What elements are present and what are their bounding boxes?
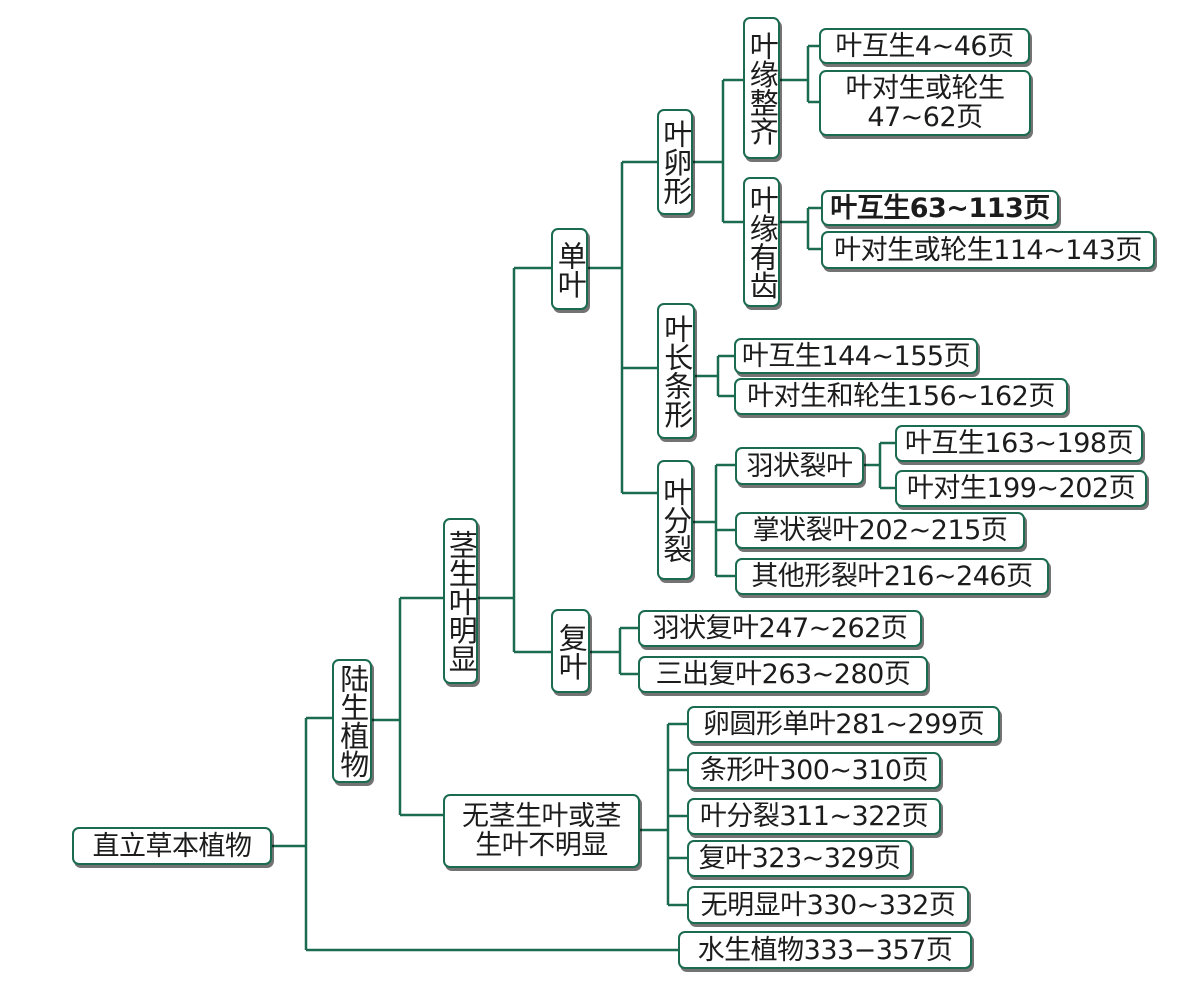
- leaf-pinnate-alternate: 叶互生163~198页: [895, 425, 1143, 462]
- leaf-no-obvious-leaf: 无明显叶330~332页: [687, 886, 969, 924]
- node-stem-leaf-visible-label: 茎生叶明显: [444, 529, 479, 673]
- leaf-entire-opposite: 叶对生或轮生 47~62页: [819, 70, 1031, 136]
- connector-simple: [588, 160, 657, 495]
- node-linear-label: 叶长条形: [659, 314, 694, 428]
- connector-margin-toothed: [780, 206, 821, 251]
- leaf-pinnate-opposite: 叶对生199~202页: [895, 470, 1147, 507]
- node-divided-label: 叶分裂: [658, 477, 693, 563]
- node-margin-entire-label: 叶缘整齐: [745, 31, 780, 145]
- node-no-stem-leaf: 无茎生叶或茎生叶不明显: [443, 794, 640, 868]
- leaf-ovate-simple: 卵圆形单叶281~299页: [687, 706, 1000, 743]
- node-margin-entire: 叶缘整齐: [743, 17, 780, 159]
- node-stem-leaf-visible: 茎生叶明显: [443, 518, 478, 684]
- leaf-entire-opposite-line2: 47~62页: [867, 102, 983, 133]
- node-simple-leaf: 单叶: [551, 228, 588, 310]
- node-root: 直立草本植物: [72, 827, 272, 865]
- connector-compound: [590, 626, 638, 676]
- leaf-linear-leaf: 条形叶300~310页: [687, 752, 941, 789]
- connector-pinnate-lobed: [864, 441, 895, 490]
- node-land-plants-label: 陆生植物: [335, 664, 370, 778]
- leaf-entire-alternate: 叶互生4~46页: [819, 28, 1030, 64]
- leaf-palmate-lobed: 掌状裂叶202~215页: [735, 512, 1025, 549]
- node-margin-toothed: 叶缘有齿: [743, 177, 780, 307]
- node-compound-leaf: 复叶: [551, 609, 590, 693]
- connector-no-stem-leaf: [640, 722, 687, 907]
- leaf-linear-opposite: 叶对生和轮生156~162页: [734, 378, 1068, 415]
- node-divided: 叶分裂: [657, 460, 693, 580]
- leaf-toothed-opposite: 叶对生或轮生114~143页: [821, 231, 1155, 269]
- leaf-entire-opposite-line1: 叶对生或轮生: [845, 72, 1006, 104]
- connector-root: [272, 716, 678, 952]
- connector-divided: [693, 463, 735, 578]
- leaf-pinnate-compound: 羽状复叶247~262页: [638, 610, 922, 647]
- node-compound-leaf-label: 复叶: [554, 622, 589, 680]
- node-pinnate-lobed: 羽状裂叶: [735, 447, 864, 485]
- leaf-ternate-compound: 三出复叶263~280页: [638, 656, 928, 693]
- leaf-linear-alternate: 叶互生144~155页: [734, 338, 978, 374]
- leaf-toothed-alternate: 叶互生63~113页: [821, 190, 1059, 226]
- node-ovate-label: 叶卵形: [658, 119, 693, 205]
- node-ovate: 叶卵形: [657, 109, 693, 215]
- node-linear: 叶长条形: [657, 303, 695, 439]
- leaf-other-lobed: 其他形裂叶216~246页: [735, 558, 1049, 595]
- connector-linear: [695, 354, 734, 398]
- node-land-plants: 陆生植物: [332, 659, 372, 783]
- node-aquatic-plants: 水生植物333−357页: [678, 931, 972, 969]
- node-simple-leaf-label: 单叶: [553, 240, 588, 298]
- leaf-divided-leaf: 叶分裂311~322页: [687, 798, 941, 835]
- connector-ovate: [693, 78, 743, 224]
- node-margin-toothed-label: 叶缘有齿: [745, 185, 780, 299]
- leaf-compound: 复叶323~329页: [687, 840, 912, 877]
- connector-margin-entire: [780, 44, 819, 104]
- connector-stem-leaf: [478, 266, 551, 654]
- connector-land: [372, 596, 443, 817]
